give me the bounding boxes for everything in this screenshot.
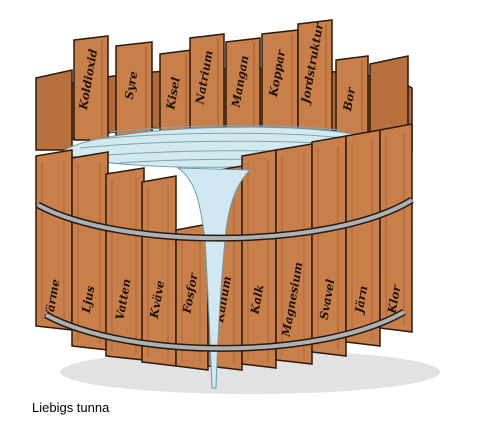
back-stave-plain: [35, 69, 73, 151]
front-stave: Kalk: [241, 149, 277, 369]
water-overflow-stream: [176, 167, 252, 389]
front-stave-label: Kalk: [247, 283, 266, 316]
front-stave: Kväve: [141, 175, 177, 367]
front-stave: Värme: [35, 149, 73, 331]
front-stave-label: Ljus: [79, 284, 98, 315]
back-stave: Koppar: [261, 29, 299, 137]
front-stave: Klor: [379, 123, 413, 333]
back-stave: Syre: [115, 41, 153, 139]
front-stave: Vatten: [105, 167, 145, 361]
back-stave: Natrium: [189, 33, 225, 135]
back-stave: Mangan: [225, 37, 261, 135]
lower-hoop-highlight: [45, 310, 405, 351]
back-stave-label: Kisel: [163, 75, 183, 111]
back-stave-label: Bor: [340, 86, 358, 113]
back-stave: Kisel: [159, 49, 193, 137]
front-stave: Järn: [345, 129, 381, 347]
front-stave-label: Järn: [351, 285, 370, 316]
upper-hoop-highlight: [37, 198, 414, 241]
front-stave: Ljus: [71, 151, 109, 351]
front-stave-label: Värme: [42, 278, 63, 321]
front-stave: Magnesium: [275, 143, 313, 365]
back-stave: Koldioxid: [73, 35, 109, 141]
front-stave: Svavel: [311, 135, 347, 357]
caption: Liebigs tunna: [32, 400, 110, 415]
front-stave-label: Klor: [385, 283, 404, 315]
back-stave-label: Syre: [122, 70, 141, 100]
back-stave: Bor: [335, 55, 369, 143]
front-stave: Fosfor: [175, 223, 209, 371]
front-stave-label: Kväve: [147, 279, 168, 320]
back-stave: Jordstruktur: [297, 19, 333, 139]
